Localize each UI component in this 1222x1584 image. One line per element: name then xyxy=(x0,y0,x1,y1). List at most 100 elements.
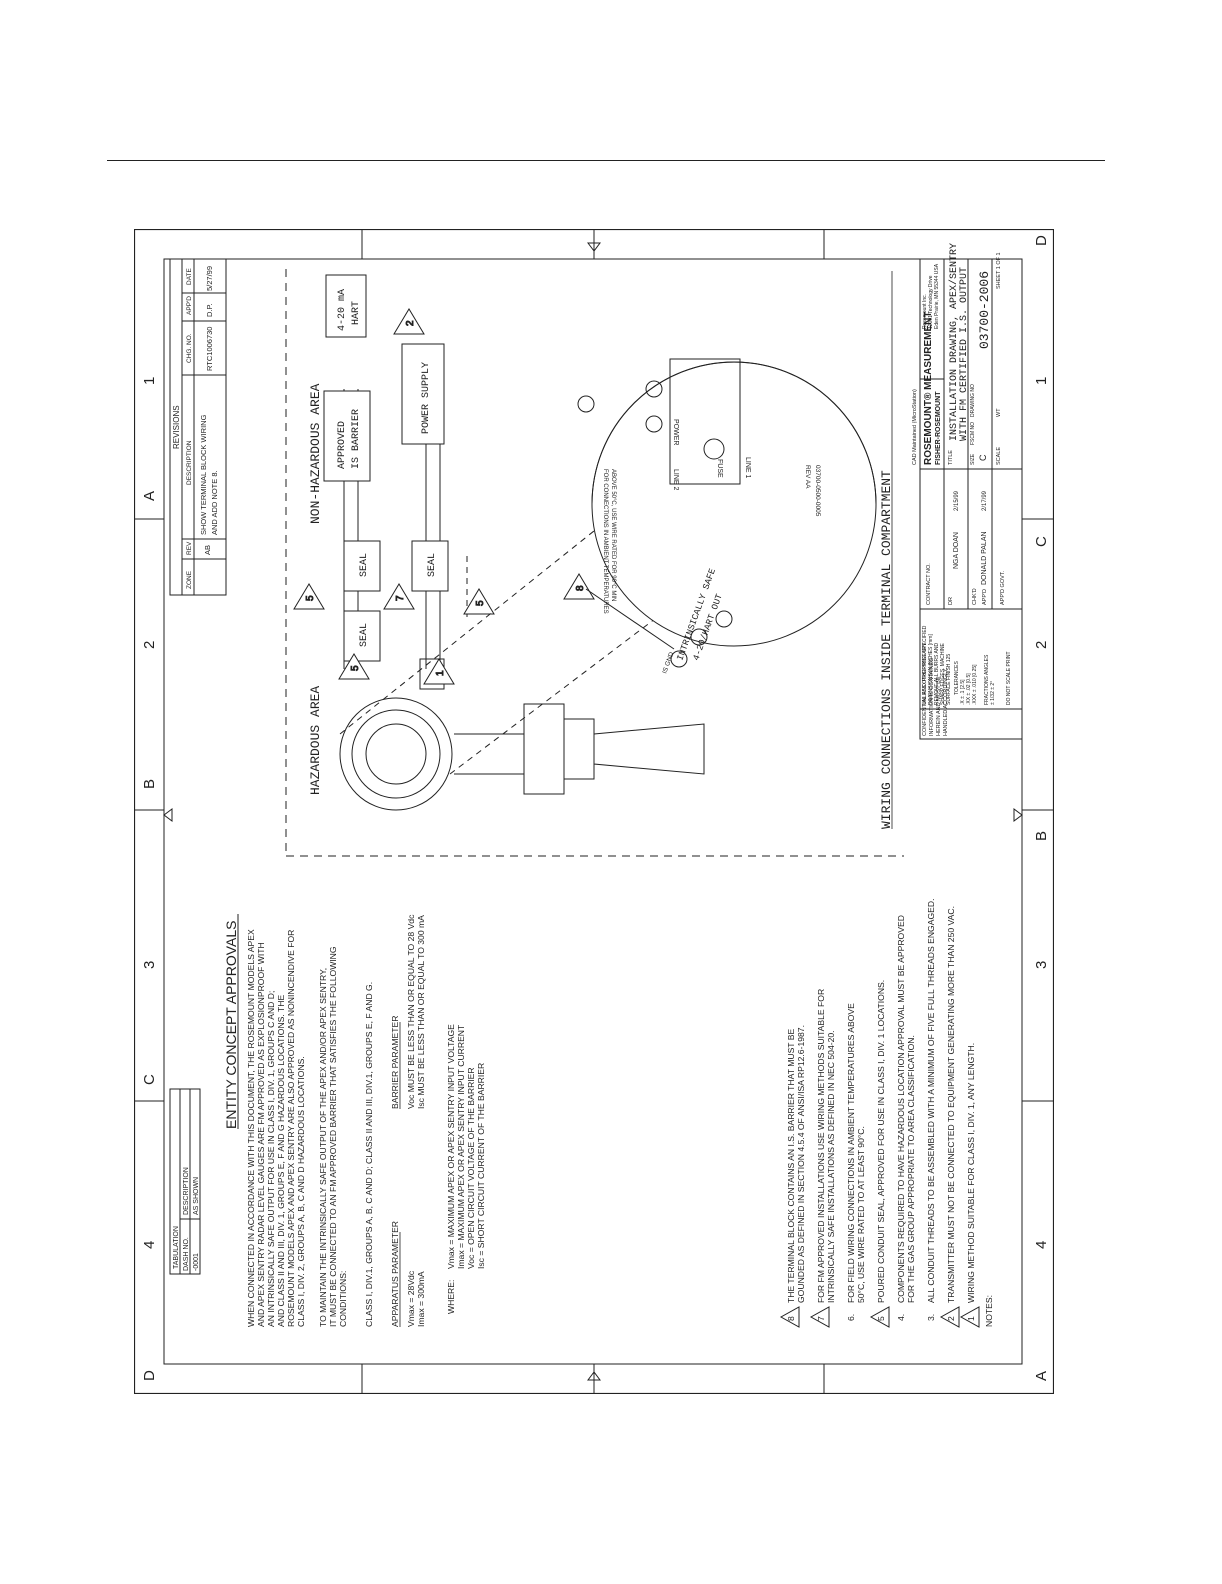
entity-para1-line6: CLASS I, DIV. 2, GROUPS A, B, C AND D HA… xyxy=(296,1056,306,1327)
field-devices: APPROVED IS BARRIER 4-20 mA HART POWER S… xyxy=(323,274,445,482)
zone-label-left-b: B xyxy=(141,779,158,789)
entity-barrier-voc: Voc MUST BE LESS THAN OR EQUAL TO 28 Vdc xyxy=(406,914,416,1109)
note-text: GOUNDED AS DEFINED IN SECTION 4.5.4 OF A… xyxy=(796,1025,806,1303)
note-marker: 1 xyxy=(966,1316,976,1321)
seal-box-1 xyxy=(343,610,381,662)
svg-text:.XXX ± .010 [0.25]: .XXX ± .010 [0.25] xyxy=(972,664,978,705)
note-text: FOR THE GAS GROUP APPROPRIATE TO AREA CL… xyxy=(906,1035,916,1303)
address-block: Rosemount Inc. 12001 Technology Drive Ed… xyxy=(922,263,940,329)
tolerances-block: UNLESS OTHERWISE SPECIFIED DIMENSIONS IN… xyxy=(922,625,1012,705)
gauge-neck xyxy=(454,733,525,775)
power-supply-box xyxy=(401,343,445,445)
svg-text:5: 5 xyxy=(305,595,316,601)
zone-label-top-2: 2 xyxy=(141,641,158,649)
svg-text:.X ± .1 [2.5]: .X ± .1 [2.5] xyxy=(960,679,966,705)
non-hazardous-area-label: NON-HAZARDOUS AREA xyxy=(308,383,323,524)
svg-text:CONTRACT NO.: CONTRACT NO. xyxy=(926,563,932,605)
sheet-number: SHEET 1 OF 1 xyxy=(996,252,1002,289)
tabulation-desc-value: AS SHOWN xyxy=(193,1177,200,1215)
screw-is-minus-icon xyxy=(715,610,733,628)
note-marker: 4. xyxy=(896,1314,906,1321)
confidential-notice: CONFIDENTIAL AND PROPRIETARY INFORMATION… xyxy=(922,642,949,736)
weight-label: WT xyxy=(996,408,1002,417)
note-1-triangle-icon xyxy=(959,1306,980,1328)
drawing-number: 03700-2006 xyxy=(977,271,992,349)
note-text: THE TERMINAL BLOCK CONTAINS AN I.S. BARR… xyxy=(786,1028,796,1303)
svg-text:DR: DR xyxy=(948,597,954,605)
svg-text:NGA DOAN: NGA DOAN xyxy=(953,532,960,569)
note-marker: 5 xyxy=(876,1316,886,1321)
svg-text:CHK'D: CHK'D xyxy=(972,588,978,605)
page-header-rule xyxy=(107,160,1105,161)
entity-para1-line4: AND CLASS II AND III, DIV. 1, GROUPS E, … xyxy=(276,995,286,1327)
svg-text:UNLESS OTHERWISE SPECIFIED: UNLESS OTHERWISE SPECIFIED xyxy=(922,625,928,705)
svg-text:7: 7 xyxy=(395,595,406,601)
entity-barrier-heading: BARRIER PARAMETER xyxy=(390,1016,400,1109)
zone-label-left-d: D xyxy=(141,1370,158,1381)
revisions-rev-value: AB xyxy=(203,545,212,555)
svg-text:8: 8 xyxy=(575,585,586,591)
notes-label: NOTES: xyxy=(984,1295,994,1327)
zone-label-left-a: A xyxy=(141,491,158,501)
entity-apparatus-vmax: Vmax = 28Vdc xyxy=(406,1270,416,1327)
revisions-header-desc: DESCRIPTION xyxy=(186,440,193,485)
svg-text:REMOVE ALL BURRS AND: REMOVE ALL BURRS AND xyxy=(934,643,940,705)
center-arrow-bottom xyxy=(587,1371,601,1381)
revisions-title: REVISIONS xyxy=(172,405,181,449)
entity-para1-line1: WHEN CONNECTED IN ACCORDANCE WITH THIS D… xyxy=(246,929,256,1327)
entity-classline: CLASS I, DIV.1, GROUPS A, B, C AND D; CL… xyxy=(364,982,374,1327)
installation-diagram: HAZARDOUS AREA NON-HAZARDOUS AREA SEAL xyxy=(285,269,904,857)
is-gnd-label: IS GND xyxy=(661,651,675,675)
marker-2 xyxy=(393,308,425,335)
svg-text:2/15/99: 2/15/99 xyxy=(954,490,960,511)
entity-para1-line3: AN INTRINSICALLY SAFE OUTPUT FOR USE IN … xyxy=(266,991,276,1327)
zone-label-right-d: D xyxy=(1033,235,1050,246)
svg-text:Rosemount Inc.: Rosemount Inc. xyxy=(922,294,928,329)
rosemount-logo: ROSEMOUNT® MEASUREMENT xyxy=(923,312,934,465)
screw-top-icon xyxy=(577,395,595,413)
entity-para2-line3: CONDITIONS: xyxy=(338,1271,348,1327)
entity-apparatus-imax: Imax = 300mA xyxy=(416,1271,426,1327)
svg-text:DIMENSIONS IN INCHES [mm]: DIMENSIONS IN INCHES [mm] xyxy=(928,634,934,705)
entity-where-label: WHERE: xyxy=(446,1280,456,1314)
note-2-triangle-icon xyxy=(939,1306,960,1328)
note-text: FOR FIELD WIRING CONNECTIONS IN AMBIENT … xyxy=(846,1003,856,1303)
is-barrier-line1: APPROVED xyxy=(337,421,348,469)
terminal-block-detail: FUSE LINE 2 POWER LINE 1 03700-0500-0005… xyxy=(577,358,877,675)
fisher-rosemount-logo: FISHER-ROSEMOUNT xyxy=(935,391,942,465)
entity-para1-line2: AND APEX SENTRY RADAR LEVEL GAUGES ARE F… xyxy=(256,942,266,1327)
svg-text:FRACTIONS ANGLES: FRACTIONS ANGLES xyxy=(984,654,990,705)
screw-line2-icon xyxy=(645,415,663,433)
note-text: 50°C, USE WIRE RATED TO AT LEAST 90°C. xyxy=(856,1126,866,1303)
terminal-warning-line2: ABOVE 50°C, USE WIRE RATED FOR 90°C MIN xyxy=(610,469,616,601)
svg-text:5: 5 xyxy=(350,665,361,671)
revisions-appd-value: D.P. xyxy=(205,303,214,317)
seal-box-1-label: SEAL xyxy=(359,623,370,647)
terminal-screws xyxy=(577,380,733,668)
note-text: WIRING METHOD SUITABLE FOR CLASS I, DIV.… xyxy=(966,1043,976,1303)
gauge-housing xyxy=(339,697,453,811)
title-block: CONFIDENTIAL AND PROPRIETARY INFORMATION… xyxy=(912,243,1023,740)
revisions-header-appd: APP'D xyxy=(186,296,193,315)
entity-section: ENTITY CONCEPT APPROVALS WHEN CONNECTED … xyxy=(223,914,486,1327)
svg-text:HANDLED ACCORDINGLY.: HANDLED ACCORDINGLY. xyxy=(943,667,949,736)
zone-label-right-a: A xyxy=(1033,1371,1050,1381)
revisions-block: REVISIONS ZONE REV DESCRIPTION CHG. NO. … xyxy=(169,258,227,596)
zone-label-bottom-1: 1 xyxy=(1033,377,1050,385)
terminal-compartment-circle xyxy=(591,361,877,647)
entity-para2-line1: TO MAINTAIN THE INTRINSICALLY SAFE OUTPU… xyxy=(318,968,328,1327)
entity-where-line3: Voc = OPEN CIRCUIT VOLTAGE OF THE BARRIE… xyxy=(466,1067,476,1269)
gauge-flange xyxy=(523,703,565,795)
inner-border xyxy=(163,258,1023,1365)
zone-label-top-3: 3 xyxy=(141,961,158,969)
screw-is-plus-icon xyxy=(690,628,708,646)
entity-title: ENTITY CONCEPT APPROVALS xyxy=(223,920,239,1129)
note-marker: 7 xyxy=(816,1316,826,1321)
svg-text:HEREIN AND MUST BE: HEREIN AND MUST BE xyxy=(936,676,942,736)
revisions-date-value: 5/27/99 xyxy=(205,266,214,291)
entity-barrier-isc: Isc MUST BE LESS THAN OR EQUAL TO 300 mA xyxy=(416,915,426,1109)
centering-arrows xyxy=(163,242,1023,1381)
center-arrow-right xyxy=(1013,808,1023,822)
svg-text:DO NOT SCALE PRINT: DO NOT SCALE PRINT xyxy=(1006,651,1012,705)
tabulation-title: TABULATION xyxy=(173,1226,180,1269)
